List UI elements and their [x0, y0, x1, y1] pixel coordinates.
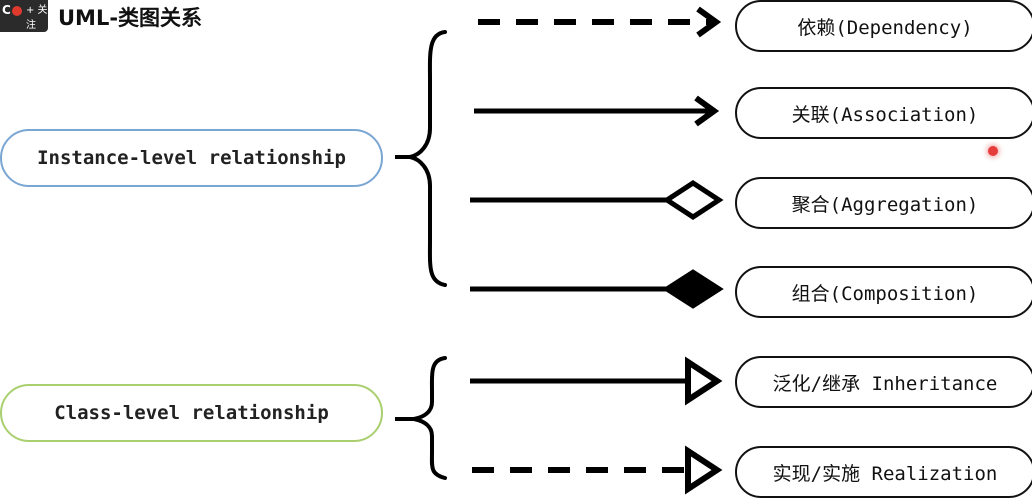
class-level-box: Class-level relationship [0, 384, 383, 442]
realization-triangle [685, 445, 723, 495]
dependency-arrowhead [696, 6, 722, 38]
page-title: UML-类图关系 [58, 6, 203, 30]
relation-dependency: 依赖(Dependency) [735, 0, 1032, 52]
aggregation-diamond [662, 180, 724, 220]
relation-aggregation: 聚合(Aggregation) [735, 177, 1032, 229]
class-brace [413, 356, 447, 480]
relation-realization: 实现/实施 Realization [735, 446, 1032, 498]
relation-composition: 组合(Composition) [735, 266, 1032, 318]
logo-icon: C [2, 3, 11, 17]
instance-level-box: Instance-level relationship [0, 129, 383, 187]
instance-brace [409, 30, 447, 287]
association-arrowhead [694, 95, 720, 127]
inheritance-triangle [685, 356, 723, 406]
relation-inheritance: 泛化/继承 Inheritance [735, 356, 1032, 408]
follow-label: + 关注 [26, 5, 48, 31]
follow-badge[interactable]: C + 关注 [0, 0, 48, 32]
relation-association: 关联(Association) [735, 87, 1032, 139]
record-dot-icon [12, 6, 22, 16]
composition-diamond [662, 269, 724, 309]
cursor-dot-icon [988, 146, 998, 156]
